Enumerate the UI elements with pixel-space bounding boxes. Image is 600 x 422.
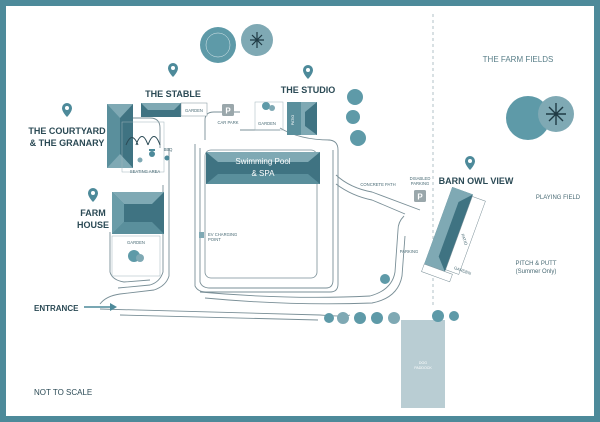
- courtyard-building[interactable]: [107, 104, 133, 168]
- location-pins: [62, 63, 475, 202]
- table-icon: [137, 157, 143, 163]
- parking-label: PARKING: [400, 249, 419, 254]
- dog-paddock-label-1: DOG: [419, 361, 427, 365]
- pool-label-1: Swimming Pool: [235, 157, 290, 166]
- farm-house-label-2: HOUSE: [77, 220, 109, 230]
- farm-house-building[interactable]: [112, 192, 164, 234]
- playing-field-label: PLAYING FIELD: [536, 195, 581, 201]
- courtyard-label: THE COURTYARD: [28, 126, 106, 136]
- stable-building[interactable]: [141, 102, 208, 117]
- pitch-putt-sub-label: (Summer Only): [516, 269, 557, 275]
- ev-charging-icon: [199, 232, 204, 238]
- trees: [128, 24, 574, 324]
- concrete-path-label: CONCRETE PATH: [360, 182, 395, 187]
- paths: [99, 111, 421, 321]
- stable-label: THE STABLE: [145, 89, 201, 99]
- svg-text:P: P: [417, 193, 423, 202]
- barn-owl-building[interactable]: [421, 186, 487, 284]
- seating-area-box: [121, 121, 165, 173]
- farm-fields-label: THE FARM FIELDS: [483, 55, 554, 64]
- stable-garden-label: GARDEN: [185, 108, 203, 113]
- pin-stable-icon[interactable]: [168, 63, 178, 77]
- entrance-label: ENTRANCE: [34, 304, 79, 313]
- dog-paddock-label-2: PADDOCK: [414, 366, 432, 370]
- studio-garden-label: GARDEN: [258, 121, 276, 126]
- ev-charging-label-2: POINT: [208, 237, 221, 242]
- car-park-sign[interactable]: P: [222, 104, 234, 116]
- bbq-icon: [149, 149, 170, 161]
- swimming-pool-building[interactable]: [206, 152, 320, 184]
- not-to-scale-label: NOT TO SCALE: [34, 388, 92, 397]
- seating-area-label: SEATING AREA: [130, 169, 161, 174]
- farmhouse-garden: [111, 235, 161, 277]
- pool-label-2: & SPA: [252, 169, 276, 178]
- entrance-arrow-icon: [84, 303, 117, 311]
- pin-studio-icon[interactable]: [303, 65, 313, 79]
- disabled-parking-sign[interactable]: P: [414, 190, 426, 202]
- barn-garden-label: GARDEN: [453, 265, 472, 276]
- farm-house-label-1: FARM: [80, 208, 106, 218]
- studio-building[interactable]: [287, 102, 317, 135]
- studio-garden: [254, 101, 284, 131]
- barn-owl-label: BARN OWL VIEW: [439, 176, 514, 186]
- dog-paddock[interactable]: [401, 320, 445, 408]
- svg-text:P: P: [225, 107, 231, 116]
- studio-patio-label: PATIO: [291, 115, 295, 125]
- disabled-parking-label-2: PARKING: [411, 181, 430, 186]
- pin-courtyard-icon[interactable]: [62, 103, 72, 117]
- bbq-label: BBQ: [164, 147, 174, 152]
- ev-charging-label-1: EV CHARGING: [208, 232, 237, 237]
- seating-arches: [125, 136, 161, 146]
- car-park-label: CAR PARK: [217, 120, 238, 125]
- granary-label: & THE GRANARY: [30, 138, 105, 148]
- pin-barn-owl-icon[interactable]: [465, 156, 475, 170]
- studio-label: THE STUDIO: [281, 85, 336, 95]
- farmhouse-garden-label: GARDEN: [127, 240, 145, 245]
- pitch-putt-label: PITCH & PUTT: [515, 261, 556, 267]
- disabled-parking-label-1: DISABLED: [410, 176, 431, 181]
- pin-farmhouse-icon[interactable]: [88, 188, 98, 202]
- barn-patio-label: PATIO: [460, 233, 469, 247]
